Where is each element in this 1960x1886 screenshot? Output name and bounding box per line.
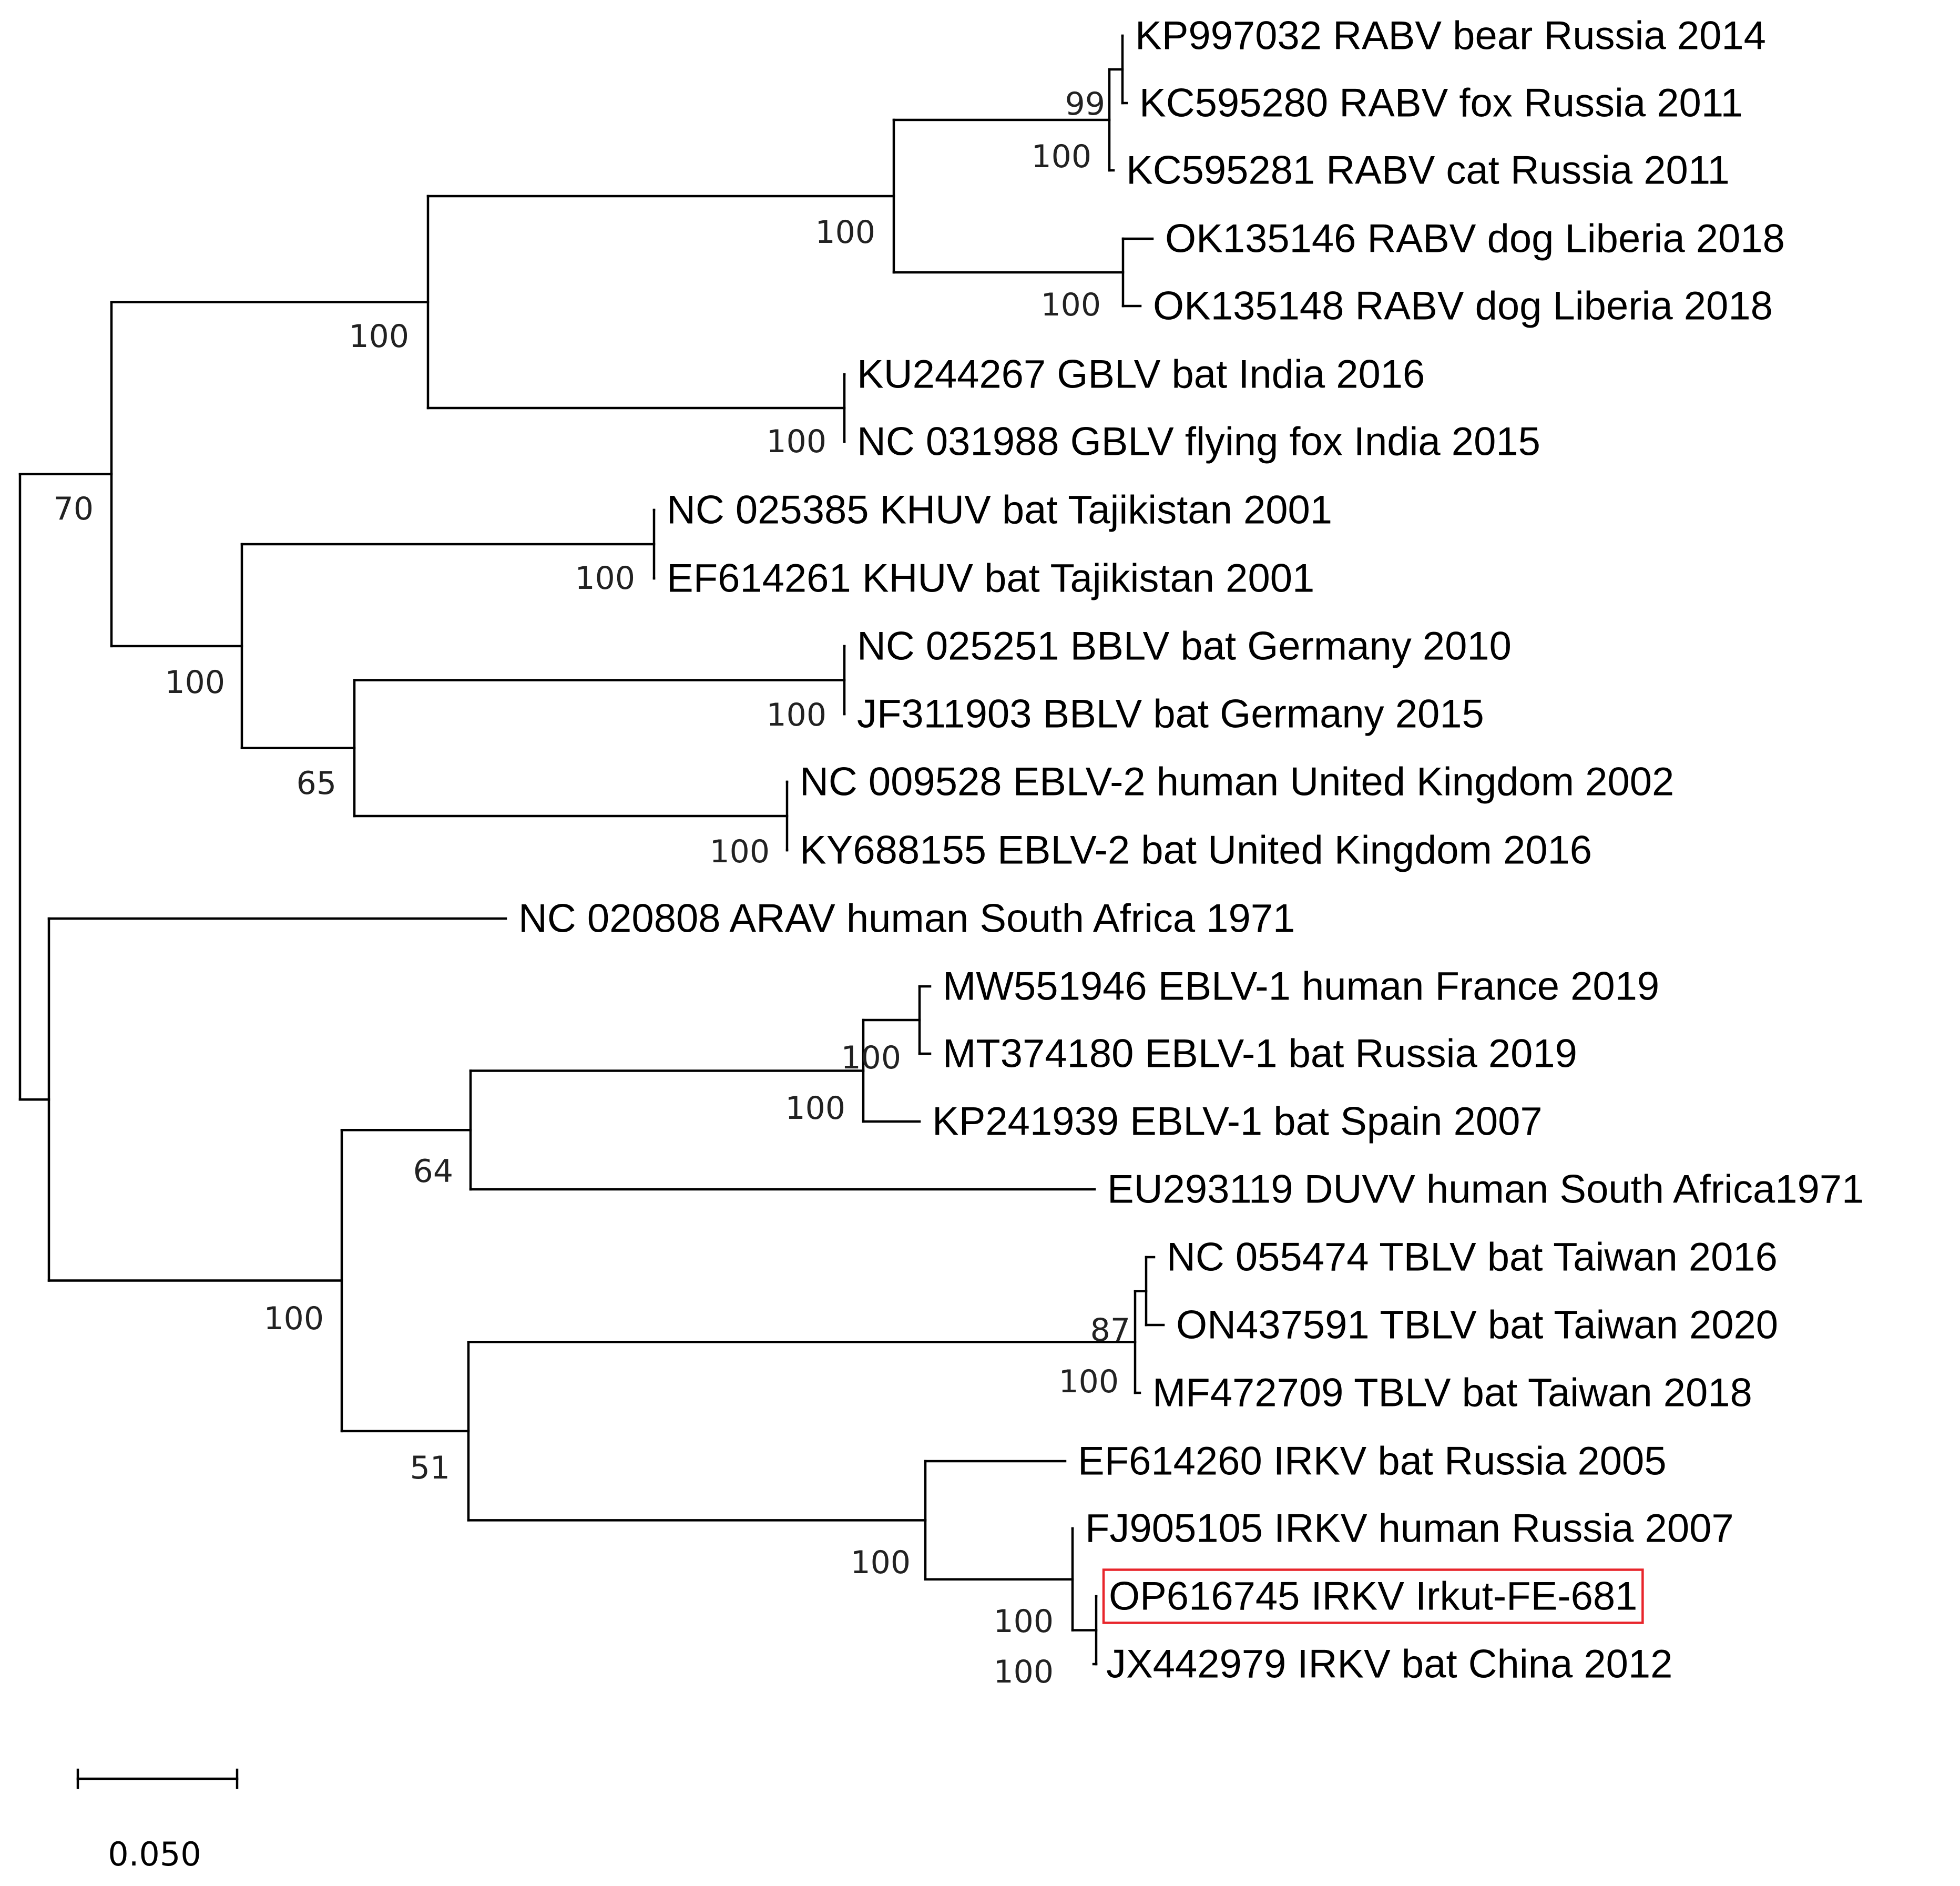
leaf-label: EF614260 IRKV bat Russia 2005 <box>1078 1439 1667 1484</box>
bootstrap-value: 99 <box>1065 86 1105 123</box>
bootstrap-value: 100 <box>815 214 875 251</box>
leaf-label: FJ905105 IRKV human Russia 2007 <box>1085 1506 1734 1551</box>
leaf-label: OK135148 RABV dog Liberia 2018 <box>1153 284 1773 329</box>
bootstrap-value: 100 <box>850 1544 911 1581</box>
leaf-label: ON437591 TBLV bat Taiwan 2020 <box>1176 1303 1778 1348</box>
bootstrap-value: 100 <box>841 1039 901 1076</box>
bootstrap-value: 70 <box>54 491 94 527</box>
leaf-label: KC595281 RABV cat Russia 2011 <box>1126 148 1730 193</box>
leaf-label: KY688155 EBLV-2 bat United Kingdom 2016 <box>800 828 1592 873</box>
bootstrap-value: 100 <box>263 1300 324 1337</box>
bootstrap-value: 100 <box>1058 1363 1119 1400</box>
leaf-label: KU244267 GBLV bat India 2016 <box>857 352 1425 397</box>
leaf-label: EF614261 KHUV bat Tajikistan 2001 <box>667 556 1314 601</box>
leaf-label: NC 009528 EBLV-2 human United Kingdom 20… <box>800 760 1674 804</box>
bootstrap-value: 64 <box>413 1153 453 1190</box>
bootstrap-value: 100 <box>349 318 409 355</box>
leaf-label: MW551946 EBLV-1 human France 2019 <box>943 964 1659 1009</box>
leaf-label: JX442979 IRKV bat China 2012 <box>1106 1642 1672 1687</box>
leaf-label: NC 025251 BBLV bat Germany 2010 <box>857 624 1512 669</box>
bootstrap-value: 51 <box>410 1450 450 1486</box>
bootstrap-value: 100 <box>766 697 826 733</box>
highlight-box <box>1102 1568 1644 1624</box>
leaf-label: JF311903 BBLV bat Germany 2015 <box>857 692 1484 737</box>
leaf-label: NC 055474 TBLV bat Taiwan 2016 <box>1167 1235 1778 1280</box>
bootstrap-value: 100 <box>1040 287 1101 323</box>
leaf-label: KC595280 RABV fox Russia 2011 <box>1139 81 1743 126</box>
bootstrap-value: 100 <box>993 1654 1054 1690</box>
bootstrap-value: 100 <box>785 1090 845 1127</box>
leaf-label: MT374180 EBLV-1 bat Russia 2019 <box>943 1032 1577 1076</box>
bootstrap-value: 100 <box>709 833 770 870</box>
bootstrap-value: 100 <box>165 664 225 701</box>
leaf-label: NC 020808 ARAV human South Africa 1971 <box>518 896 1295 941</box>
leaf-label: EU293119 DUVV human South Africa1971 <box>1107 1167 1864 1212</box>
bootstrap-value: 100 <box>1031 138 1091 175</box>
bootstrap-support-values: 99 100 100 100 100 100 100 100 100 65 100 70 100 100 6… <box>54 86 1130 1690</box>
bootstrap-value: 100 <box>766 423 826 460</box>
bootstrap-value: 87 <box>1090 1312 1130 1349</box>
bootstrap-value: 65 <box>297 765 336 802</box>
bootstrap-value: 100 <box>575 560 635 597</box>
tree-branches <box>18 34 1165 1666</box>
leaf-label: NC 025385 KHUV bat Tajikistan 2001 <box>667 488 1332 533</box>
scale-bar: 0.050 <box>76 1768 239 1873</box>
leaf-label: OK135146 RABV dog Liberia 2018 <box>1165 217 1785 261</box>
leaf-label: KP997032 RABV bear Russia 2014 <box>1135 14 1766 58</box>
leaf-label: OP616745 IRKV Irkut-FE-681 <box>1109 1574 1637 1619</box>
leaf-label: MF472709 TBLV bat Taiwan 2018 <box>1152 1371 1752 1415</box>
scale-bar-label: 0.050 <box>108 1835 201 1873</box>
leaf-label: NC 031988 GBLV flying fox India 2015 <box>857 420 1540 464</box>
leaf-label: KP241939 EBLV-1 bat Spain 2007 <box>932 1099 1543 1144</box>
bootstrap-value: 100 <box>993 1603 1054 1640</box>
